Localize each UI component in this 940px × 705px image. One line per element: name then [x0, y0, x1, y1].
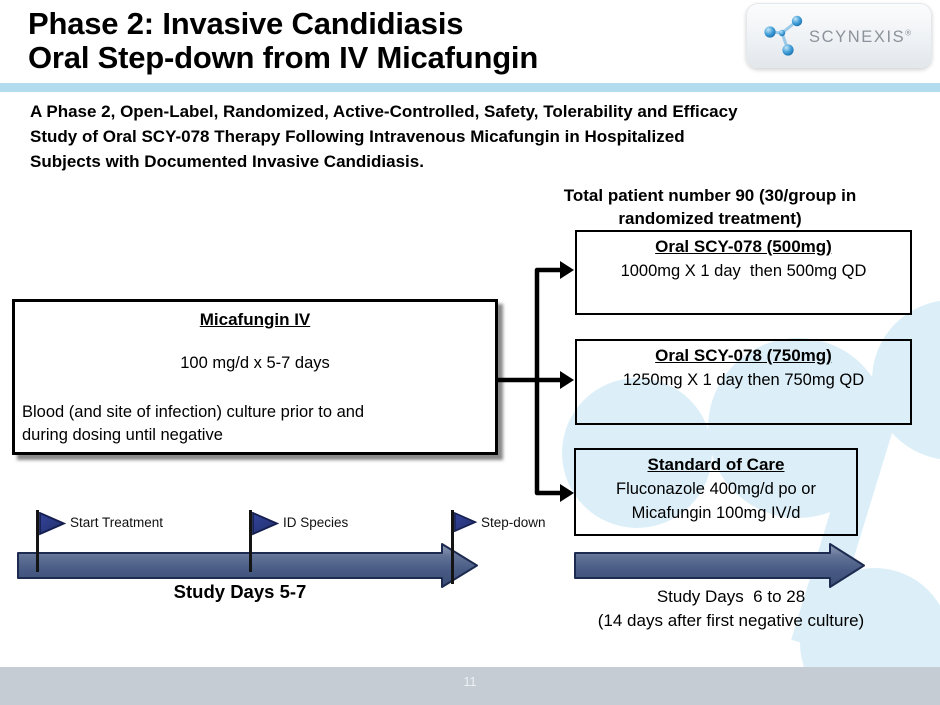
flag-pole — [36, 510, 39, 572]
arm-title: Oral SCY-078 (750mg) — [655, 346, 832, 365]
flag-icon — [252, 512, 280, 536]
flag-pole — [249, 510, 252, 572]
micafungin-box-title: Micafungin IV — [199, 310, 311, 329]
arm-box-standard-of-care: Standard of Care Fluconazole 400mg/d po … — [574, 448, 858, 536]
arrowhead-icon — [560, 484, 574, 502]
branch-connector-arrows — [496, 261, 574, 502]
caption-study-days-5-7: Study Days 5-7 — [173, 581, 307, 602]
flag-icon — [454, 512, 478, 533]
page-number: 11 — [463, 675, 477, 689]
flag-label-step-down: Step-down — [481, 515, 546, 530]
arm-dosing: Fluconazole 400mg/d po or Micafungin 100… — [616, 480, 816, 522]
arm-dosing: 1250mg X 1 day then 750mg QD — [622, 371, 865, 389]
arm-box-scy078-750: Oral SCY-078 (750mg) 1250mg X 1 day then… — [575, 339, 912, 425]
timeline-arrow-right — [574, 543, 865, 588]
flag-icon — [39, 512, 67, 536]
arm-dosing: 1000mg X 1 day then 500mg QD — [620, 262, 867, 280]
micafungin-box-dose: 100 mg/d x 5-7 days — [180, 354, 330, 372]
header-divider — [0, 83, 940, 92]
registered-mark: ® — [905, 28, 912, 38]
total-patients-label: Total patient number 90 (30/group in ran… — [563, 186, 857, 228]
decor-blob — [562, 378, 712, 528]
caption-study-days-6-28: Study Days 6 to 28 (14 days after first … — [597, 587, 865, 630]
timeline-arrow-left — [17, 543, 478, 588]
arrowhead-icon — [560, 261, 574, 279]
footer-bar: 11 — [0, 667, 940, 705]
arrowhead-icon — [560, 371, 574, 389]
micafungin-box-note: Blood (and site of infection) culture pr… — [22, 403, 365, 444]
logo-brand-name: SCYNEXIS — [809, 28, 906, 46]
arm-title: Oral SCY-078 (500mg) — [655, 237, 832, 256]
arm-title: Standard of Care — [647, 455, 785, 474]
study-description: A Phase 2, Open-Label, Randomized, Activ… — [30, 102, 738, 171]
arm-box-scy078-500: Oral SCY-078 (500mg) 1000mg X 1 day then… — [575, 230, 912, 315]
page-title: Phase 2: Invasive Candidiasis Oral Step-… — [28, 6, 539, 75]
flag-label-id-species: ID Species — [283, 515, 349, 530]
scynexis-logo: SCYNEXIS® — [746, 3, 932, 68]
molecule-icon — [764, 15, 803, 56]
logo-brand-text: SCYNEXIS® — [809, 28, 911, 47]
micafungin-iv-box: Micafungin IV 100 mg/d x 5-7 days Blood … — [12, 299, 498, 455]
flag-label-start-treatment: Start Treatment — [70, 515, 164, 530]
flag-pole — [451, 510, 454, 584]
